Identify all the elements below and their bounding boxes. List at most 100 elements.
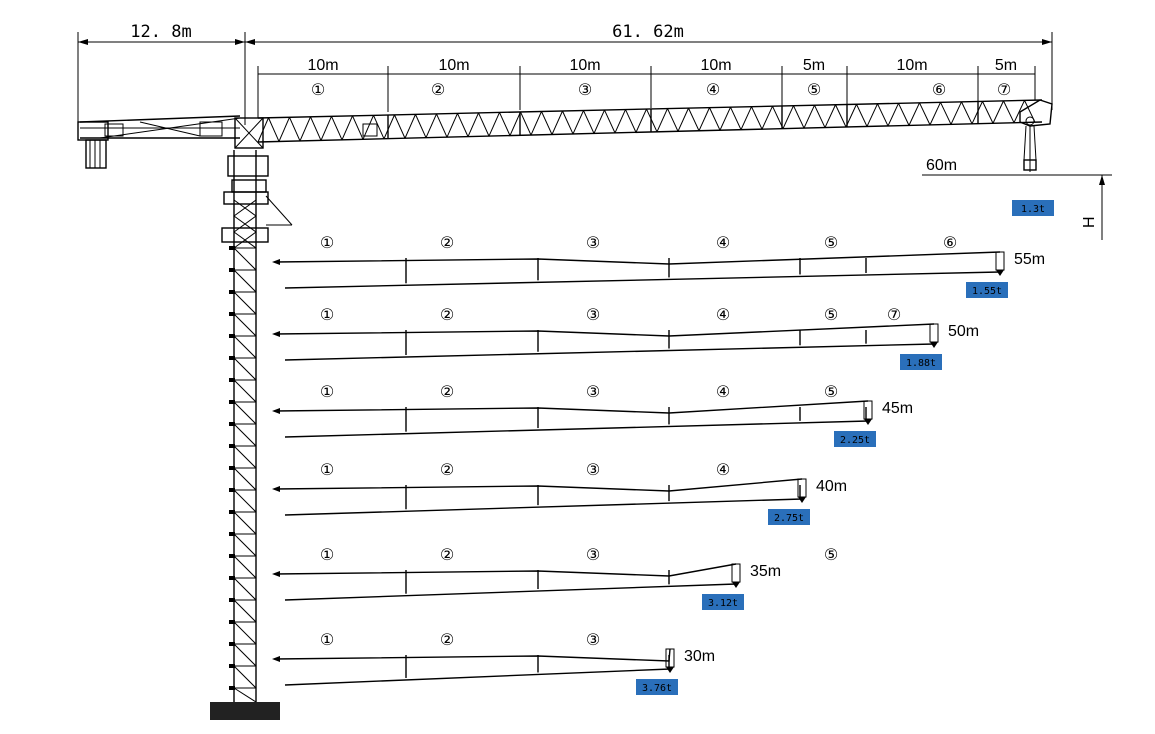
- tower-base: [210, 702, 280, 720]
- section-length-5: 5m: [803, 57, 825, 74]
- config-section-number: ③: [586, 545, 600, 564]
- config-length-label: 35m: [750, 563, 781, 580]
- section-length-6: 10m: [896, 57, 927, 74]
- config-section-number: ①: [320, 233, 334, 252]
- jib-bottom-chord: [284, 343, 935, 361]
- jib-tip-trolley: [797, 478, 807, 498]
- tip-load-value: 1.3t: [1021, 204, 1045, 215]
- hook-icon: [930, 342, 938, 348]
- jib-top-chord: [274, 400, 869, 414]
- section-number-7: ⑦: [997, 80, 1011, 99]
- config-section-number: ③: [586, 630, 600, 649]
- config-section-number: ①: [320, 305, 334, 324]
- config-section-number: ④: [716, 305, 730, 324]
- config-section-number: ②: [440, 233, 454, 252]
- section-number-3: ③: [578, 80, 592, 99]
- config-load-badge: [900, 354, 942, 370]
- hook-block: [1023, 159, 1037, 171]
- jib-bottom-chord: [284, 498, 803, 516]
- config-section-number: ④: [716, 460, 730, 479]
- config-load-value: 2.25t: [840, 435, 870, 446]
- jib-bottom-chord: [284, 668, 671, 686]
- config-section-number: ③: [586, 305, 600, 324]
- jib-configurations: ① ② ③ ④ ⑤ ⑥ 55m 1.55t ① ② ③ ④ ⑤ ⑦ 50m 1.88t ① ② ③ ④ ⑤ 45m 2.25…: [272, 233, 1045, 695]
- config-section-number: ⑤: [824, 382, 838, 401]
- jib-bottom-chord: [284, 271, 1001, 289]
- main-jib: [257, 99, 1053, 172]
- config-section-number: ⑤: [824, 233, 838, 252]
- config-load-badge: [702, 594, 744, 610]
- config-section-number: ②: [440, 382, 454, 401]
- section-number-5: ⑤: [807, 80, 821, 99]
- hook-icon: [732, 582, 740, 588]
- config-section-number: ②: [440, 630, 454, 649]
- section-length-4: 10m: [700, 57, 731, 74]
- counterweight-block: [85, 139, 107, 169]
- config-load-badge: [768, 509, 810, 525]
- main-jib-length: 61. 62m: [612, 22, 684, 42]
- config-length-label: 50m: [948, 323, 979, 340]
- config-length-label: 55m: [1014, 251, 1045, 268]
- jib-top-chord: [274, 563, 737, 577]
- hook-icon: [996, 270, 1004, 276]
- section-length-3: 10m: [569, 57, 600, 74]
- config-section-number: ②: [440, 545, 454, 564]
- jib-tip-trolley: [929, 323, 939, 343]
- jib-tip-trolley: [995, 251, 1005, 271]
- hook-icon: [666, 667, 674, 673]
- config-load-badge: [636, 679, 678, 695]
- hook-icon: [864, 419, 872, 425]
- config-section-number: ③: [586, 460, 600, 479]
- config-length-label: 45m: [882, 400, 913, 417]
- jib-config-45m: ① ② ③ ④ ⑤ 45m 2.25t: [272, 382, 913, 447]
- jib-top-chord: [274, 648, 671, 662]
- config-load-badge: [966, 282, 1008, 298]
- config-load-value: 1.55t: [972, 286, 1002, 297]
- config-section-number: ⑤: [824, 305, 838, 324]
- radius-label: 60m: [926, 157, 957, 174]
- section-length-7: 5m: [995, 57, 1017, 74]
- height-label: H: [1081, 216, 1098, 228]
- config-section-number: ⑥: [943, 233, 957, 252]
- section-length-2: 10m: [438, 57, 469, 74]
- section-number-1: ①: [311, 80, 325, 99]
- config-section-number: ③: [586, 382, 600, 401]
- config-section-number: ①: [320, 630, 334, 649]
- jib-config-50m: ① ② ③ ④ ⑤ ⑦ 50m 1.88t: [272, 305, 979, 370]
- config-section-number: ④: [716, 382, 730, 401]
- config-section-number: ⑦: [887, 305, 901, 324]
- counter-jib-length: 12. 8m: [130, 22, 191, 42]
- config-section-number: ⑤: [824, 545, 838, 564]
- config-section-number: ②: [440, 305, 454, 324]
- config-load-value: 3.12t: [708, 598, 738, 609]
- config-section-number: ②: [440, 460, 454, 479]
- jib-top-chord: [274, 251, 1001, 265]
- section-length-1: 10m: [307, 57, 338, 74]
- jib-config-55m: ① ② ③ ④ ⑤ ⑥ 55m 1.55t: [272, 233, 1045, 298]
- tower-mast: [229, 150, 257, 703]
- radius-height-annotation: 60m H 1.3t: [922, 157, 1112, 240]
- hook-icon: [798, 497, 806, 503]
- config-section-number: ①: [320, 460, 334, 479]
- config-section-number: ①: [320, 382, 334, 401]
- config-load-value: 1.88t: [906, 358, 936, 369]
- config-section-number: ①: [320, 545, 334, 564]
- jib-tip-trolley: [731, 563, 741, 583]
- config-section-number: ③: [586, 233, 600, 252]
- config-section-number: ④: [716, 233, 730, 252]
- jib-tip: [1019, 99, 1053, 127]
- section-dimension-line: 10m 10m 10m 10m 5m 10m 5m ① ② ③ ④ ⑤ ⑥ ⑦: [257, 57, 1036, 118]
- jib-config-35m: ① ② ③ ⑤ 35m 3.12t: [272, 545, 838, 610]
- top-dimension-lines: 12. 8m 61. 62m: [77, 22, 1053, 128]
- section-number-4: ④: [706, 80, 720, 99]
- tip-load-badge: [1012, 200, 1054, 216]
- section-number-2: ②: [431, 80, 445, 99]
- config-length-label: 40m: [816, 478, 847, 495]
- jib-top-chord: [274, 323, 935, 337]
- jib-bottom-chord: [284, 420, 869, 438]
- counter-jib: [77, 115, 241, 169]
- section-number-6: ⑥: [932, 80, 946, 99]
- jib-tip-trolley: [863, 400, 873, 420]
